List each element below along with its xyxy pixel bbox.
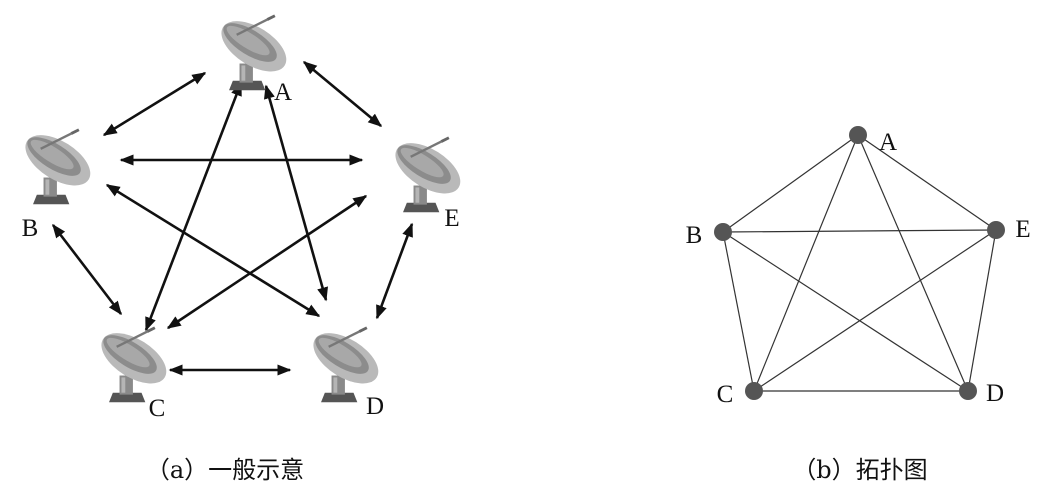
link-e-d [375,222,414,320]
station-b: B [15,124,98,242]
edge-a-c [753,134,859,392]
edge-a-e [857,134,997,231]
satellite-dish-icon [385,132,468,214]
node-label: D [986,380,1004,407]
edge-b-d [722,231,969,392]
node-label: E [1015,216,1030,243]
link-a-e [302,61,383,127]
link-b-c [51,223,123,316]
link-a-d [264,84,328,302]
edge-a-b [722,134,859,233]
satellite-dish-icon [91,322,174,404]
node-label: B [686,222,703,249]
edge-b-e [722,229,997,233]
topo-node-a: A [849,126,897,156]
edge-a-d [857,134,969,392]
panel-b-nodes: A B C D E [686,126,1031,408]
node-dot [987,221,1005,239]
panel-b-caption: （b）拓扑图 [792,456,927,484]
station-c: C [91,322,174,422]
link-a-b [102,71,207,137]
node-dot [849,126,867,144]
panel-b-topology: A B C D E （b）拓扑图 [686,126,1031,484]
topo-node-c: C [717,381,763,408]
topo-node-b: B [686,222,732,249]
station-e: E [385,132,468,232]
station-label: E [444,205,459,232]
panel-a-caption: （a）一般示意 [146,456,304,484]
station-d: D [303,322,386,420]
panel-a-links [51,61,414,376]
satellite-dish-icon [15,124,98,206]
station-a: A [211,10,294,106]
node-label: C [717,381,734,408]
panel-b-edges [722,134,997,392]
link-a-c [144,81,243,332]
station-label: B [22,215,39,242]
node-dot [959,382,977,400]
station-label: D [366,393,384,420]
link-b-d [105,183,321,318]
topo-node-e: E [987,216,1031,243]
node-dot [714,223,732,241]
station-label: A [274,79,292,106]
node-label: A [879,129,897,156]
edge-e-d [967,229,997,392]
edge-b-c [722,231,755,392]
node-dot [745,382,763,400]
edge-e-c [753,229,997,392]
station-label: C [149,395,166,422]
panel-a-nodes: A B C D E [15,10,468,422]
topo-node-d: D [959,380,1004,407]
panel-a-general-diagram: A B C D E （a）一般示意 [15,10,468,484]
satellite-dish-icon [303,322,386,404]
link-e-c [166,194,368,330]
